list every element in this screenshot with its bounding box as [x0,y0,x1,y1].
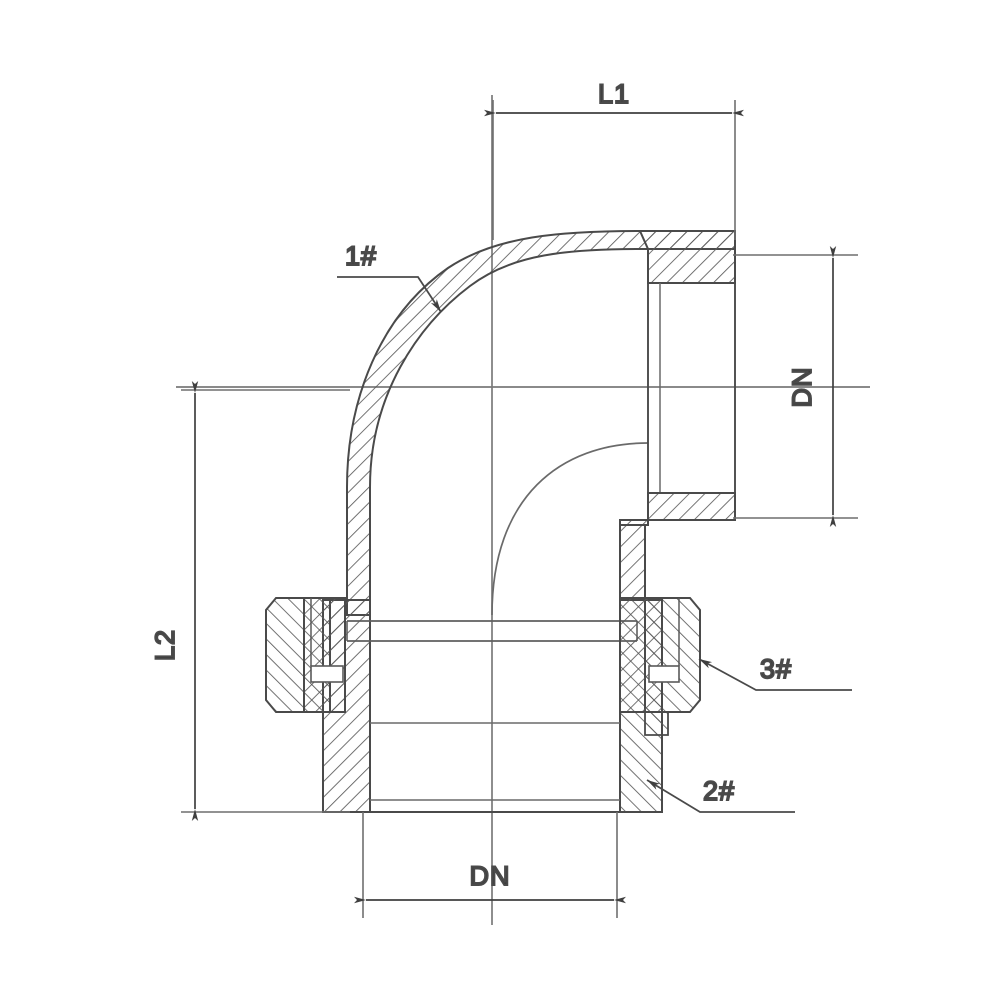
callout-label-2: 2# [703,776,735,806]
elbow-body-part1 [346,230,736,616]
callout-3-leader-line [698,658,852,691]
dimension-label-L1: L1 [598,79,630,109]
callout-2-leader-line [646,779,795,813]
callout-1-leader [337,276,442,313]
elbow-right-descending-wall [619,524,646,601]
centerlines [176,95,870,925]
dimension-label-DN-bottom: DN [470,861,511,891]
dimension-DN-bottom [354,812,626,918]
dimension-label-L2: L2 [150,629,180,661]
dimension-label-DN-right: DN [787,367,817,408]
dimension-L1 [484,100,744,240]
callout-3-leader [698,658,852,691]
callout-2-leader [646,779,795,813]
dimension-DN-right [733,246,858,527]
union-nut-right-part3 [619,597,701,736]
callout-label-3: 3# [760,654,792,684]
elbow-lower-outlet-wall [619,492,736,526]
elbow-top-socket-wall [638,230,736,284]
union-nut-left-collar [303,597,346,713]
elbow-outer-wall-section [346,230,736,616]
dimension-L2 [181,381,350,821]
union-nut-left-thread-groove [310,665,344,683]
elbow-inner-bore-curve [491,442,649,616]
union-nut-right-collar [619,597,663,713]
union-nut-left-part3 [265,597,346,713]
union-nut-right-thread-groove [648,665,680,683]
union-nut-right-lower-step [644,711,669,736]
callout-label-1: 1# [345,241,377,271]
callout-1-leader-line [337,276,442,313]
